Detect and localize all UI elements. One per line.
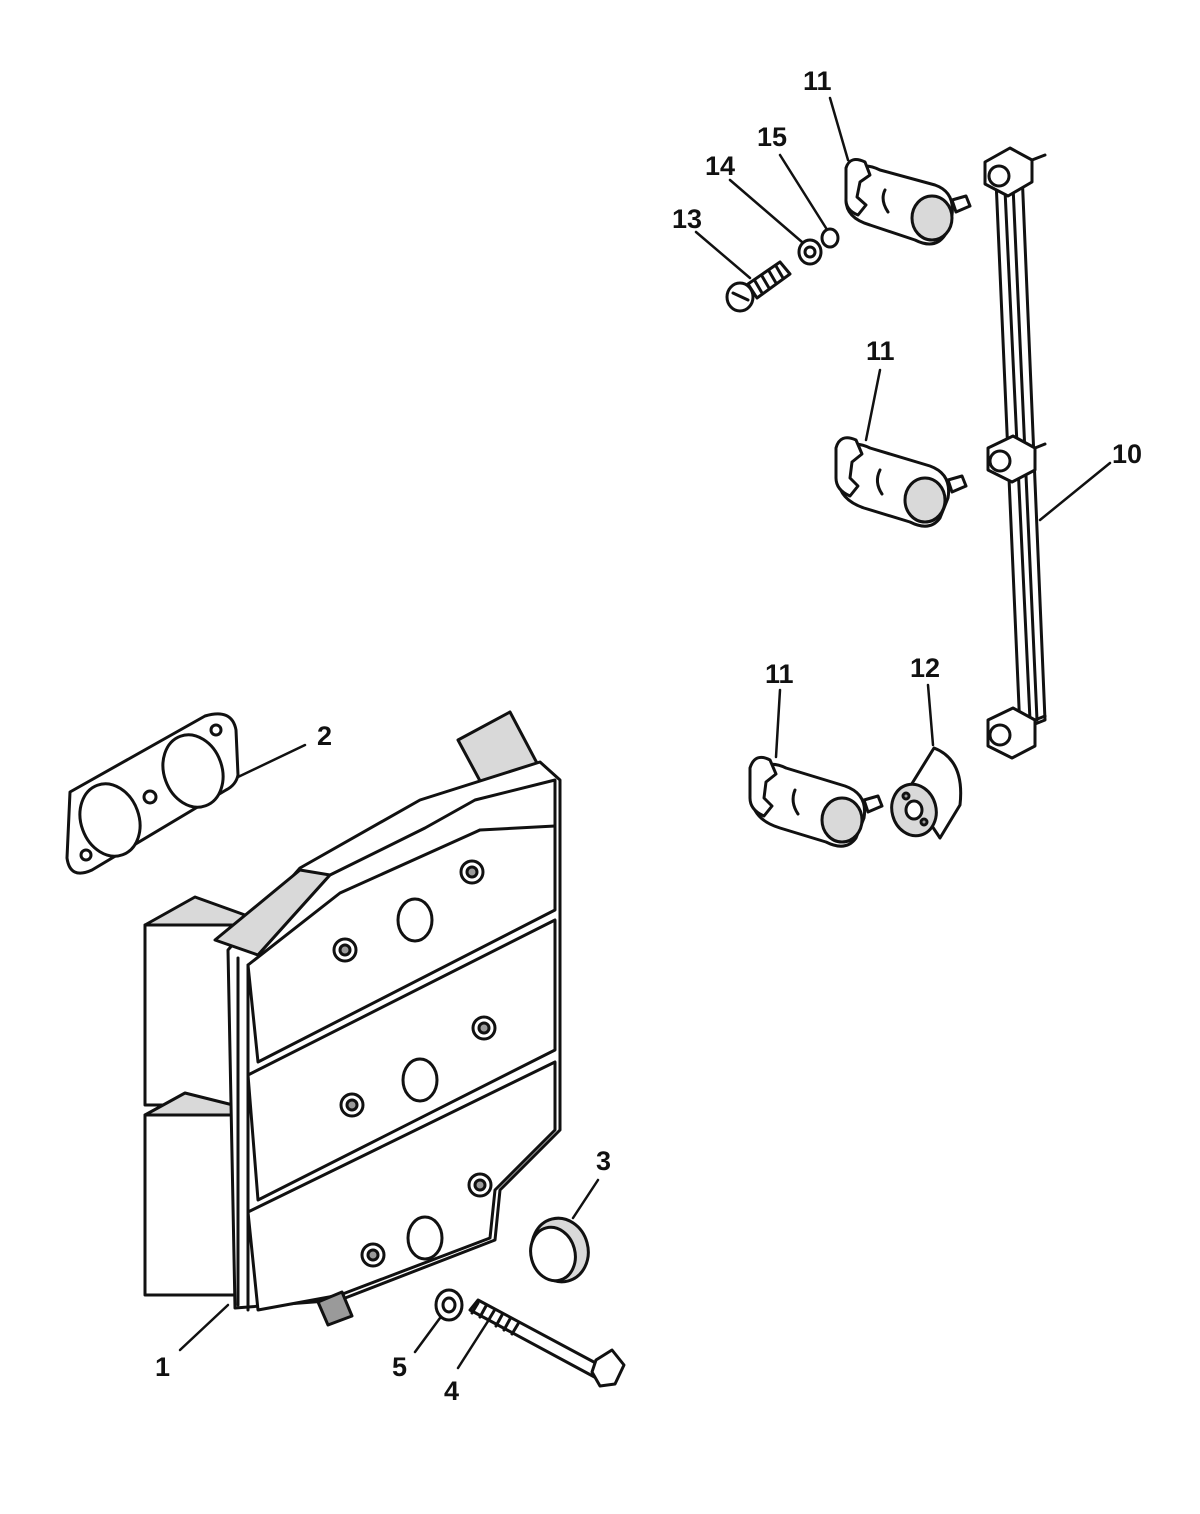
leader-4 [456, 1316, 492, 1370]
callout-2: 2 [317, 721, 332, 751]
leader-11b [864, 368, 882, 442]
leader-11c [774, 688, 782, 759]
callout-4: 4 [444, 1376, 459, 1406]
switch-box-part-1 [143, 710, 562, 1327]
leader-15 [778, 153, 828, 230]
leader-11a [828, 96, 850, 162]
callout-1: 1 [155, 1352, 170, 1382]
leader-5 [413, 1316, 442, 1354]
leader-10 [1038, 461, 1112, 522]
leader-12 [926, 683, 935, 747]
leader-14 [728, 178, 804, 244]
callout-12: 12 [910, 653, 940, 683]
lockwasher-part-15 [820, 227, 840, 249]
bushing-part-12 [890, 746, 963, 840]
callout-13: 13 [672, 204, 702, 234]
lever-part-11-middle [834, 436, 968, 528]
washer-part-14 [797, 238, 823, 266]
cap-part-3 [529, 1216, 590, 1284]
callout-3: 3 [596, 1146, 611, 1176]
link-rod-part-10 [983, 146, 1047, 760]
lever-part-11-bottom [748, 755, 884, 848]
callout-11-bottom: 11 [765, 659, 794, 689]
leader-2 [236, 743, 307, 779]
callout-11-middle: 11 [866, 336, 895, 366]
leader-lines [178, 96, 1112, 1370]
leader-3 [571, 1178, 600, 1220]
callout-labels: 11 15 14 13 11 10 11 12 2 3 1 5 4 [155, 66, 1142, 1406]
callout-14: 14 [705, 151, 735, 181]
gasket-part-2 [65, 712, 240, 875]
bolt-part-4 [468, 1298, 626, 1388]
lever-part-11-top [844, 158, 972, 246]
leader-1 [178, 1303, 230, 1352]
leader-13 [694, 230, 752, 280]
callout-11-top: 11 [803, 66, 832, 96]
callout-15: 15 [757, 122, 787, 152]
washer-part-5 [434, 1288, 464, 1322]
screw-part-13 [725, 260, 792, 313]
callout-5: 5 [392, 1352, 407, 1382]
callout-10: 10 [1112, 439, 1142, 469]
